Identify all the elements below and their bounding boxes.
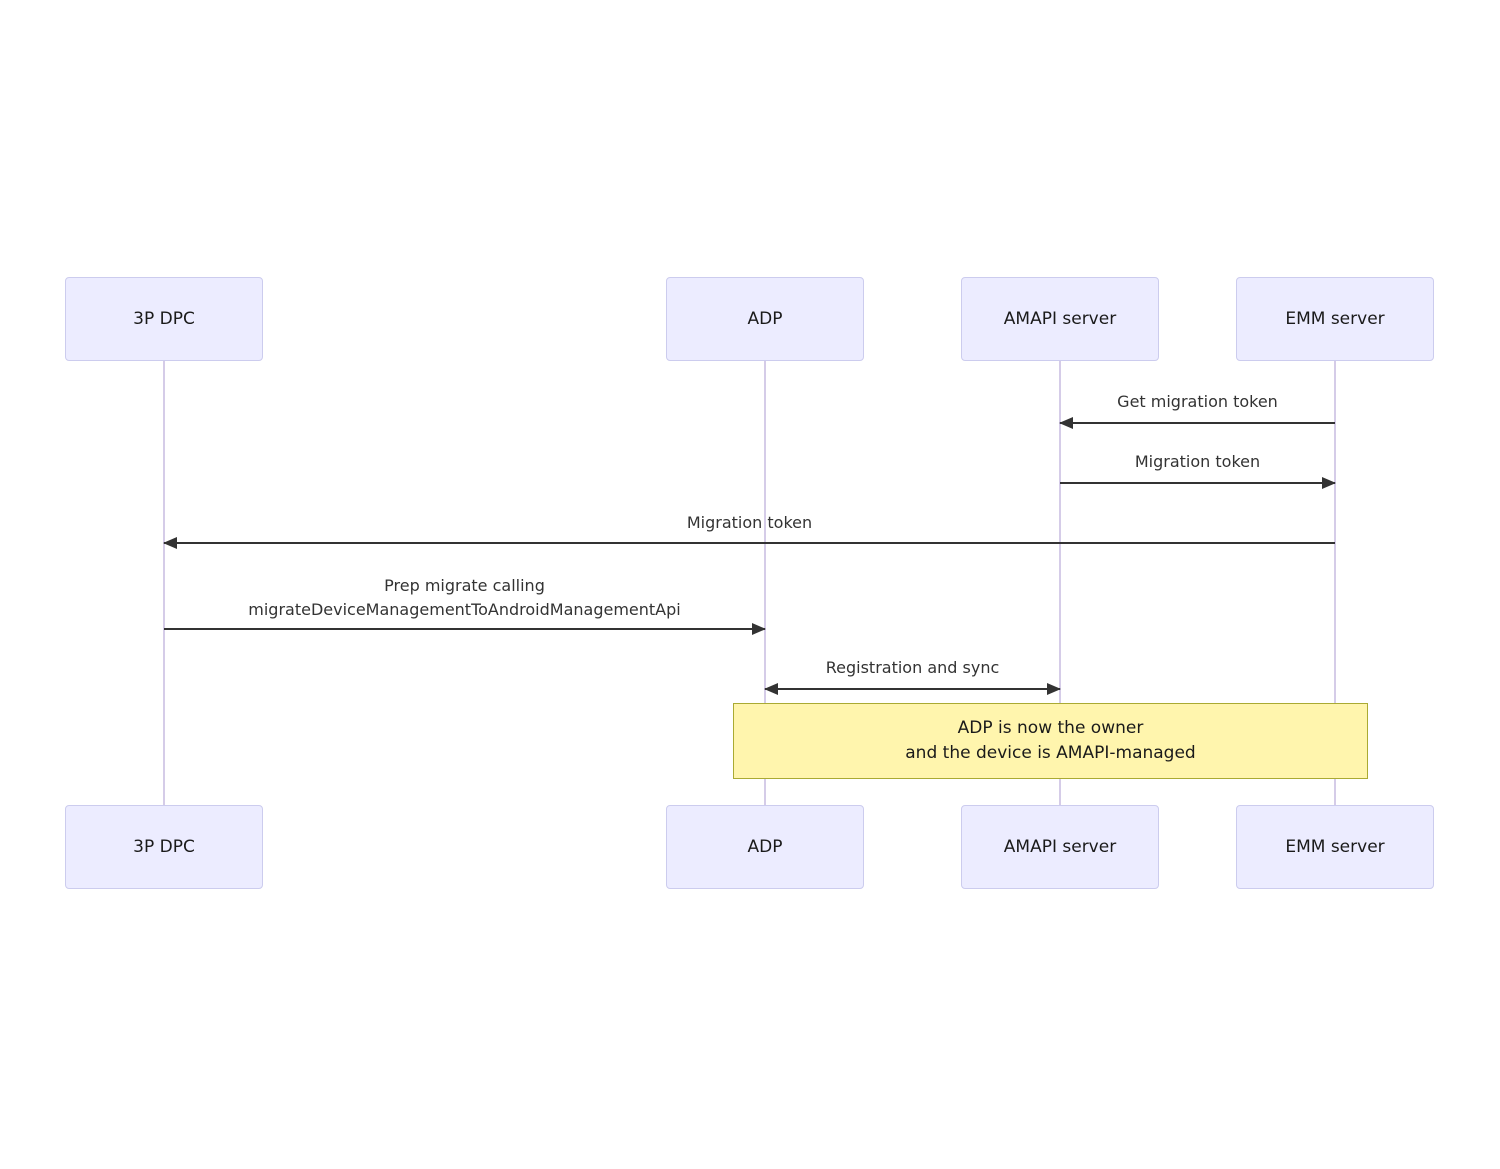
lifeline-3p-dpc <box>163 361 165 805</box>
actor-label: AMAPI server <box>1003 309 1117 329</box>
message-label-get-migration-token: Get migration token <box>1117 392 1278 411</box>
arrowhead-right-icon <box>1322 477 1336 489</box>
actor-label: EMM server <box>1285 837 1385 857</box>
message-arrow-migration-token-to-emm <box>1060 477 1336 489</box>
actor-adp-top: ADP <box>666 277 864 361</box>
lifeline-emm-server <box>1334 361 1336 805</box>
message-arrow-registration-and-sync <box>764 683 1061 695</box>
lifeline-adp <box>764 361 766 805</box>
actor-3p-dpc-bottom: 3P DPC <box>65 805 263 889</box>
message-label-line-2: migrateDeviceManagementToAndroidManageme… <box>248 600 681 619</box>
actor-emm-server-bottom: EMM server <box>1236 805 1434 889</box>
arrowhead-right-icon <box>1047 683 1061 695</box>
message-arrow-migration-token-to-dpc <box>163 537 1335 549</box>
actor-label: EMM server <box>1285 309 1385 329</box>
actor-label: 3P DPC <box>133 309 195 329</box>
message-label-migration-token-to-dpc: Migration token <box>686 513 813 532</box>
message-label-line-1: Prep migrate calling <box>384 576 545 595</box>
actor-emm-server-top: EMM server <box>1236 277 1434 361</box>
arrowhead-left-icon <box>1059 417 1073 429</box>
actor-label: ADP <box>747 837 783 857</box>
actor-3p-dpc-top: 3P DPC <box>65 277 263 361</box>
actor-label: 3P DPC <box>133 837 195 857</box>
message-label-registration-and-sync: Registration and sync <box>825 658 1000 677</box>
note-line-2: and the device is AMAPI-managed <box>905 743 1196 763</box>
note-line-1: ADP is now the owner <box>957 718 1144 738</box>
arrowhead-left-icon <box>163 537 177 549</box>
actor-label: ADP <box>747 309 783 329</box>
actor-adp-bottom: ADP <box>666 805 864 889</box>
actor-amapi-server-top: AMAPI server <box>961 277 1159 361</box>
arrowhead-left-icon <box>764 683 778 695</box>
message-arrow-get-migration-token <box>1059 417 1335 429</box>
actor-label: AMAPI server <box>1003 837 1117 857</box>
actor-amapi-server-bottom: AMAPI server <box>961 805 1159 889</box>
arrowhead-right-icon <box>752 623 766 635</box>
note-box: ADP is now the owner and the device is A… <box>733 703 1368 779</box>
lifeline-amapi-server <box>1059 361 1061 805</box>
message-label-migration-token-to-emm: Migration token <box>1134 452 1261 471</box>
message-label-prep-migrate: Prep migrate calling migrateDeviceManage… <box>164 574 765 622</box>
message-arrow-prep-migrate <box>164 623 766 635</box>
